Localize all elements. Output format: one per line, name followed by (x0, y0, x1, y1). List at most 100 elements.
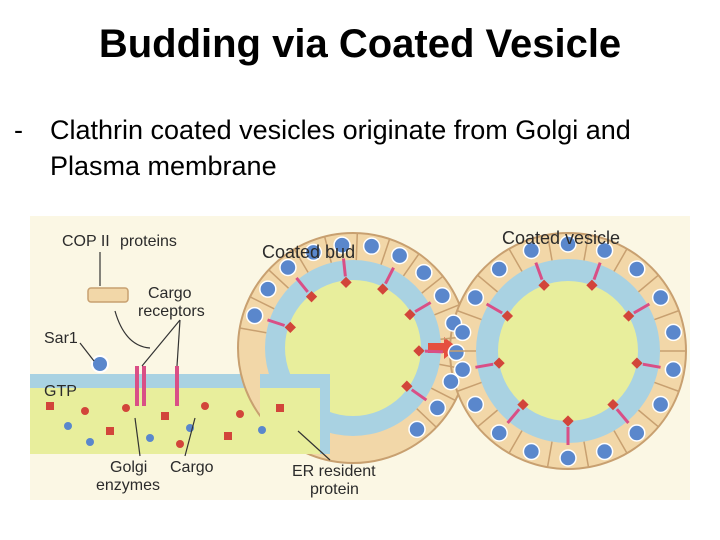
bud-coat-divider (430, 387, 456, 402)
vesicle-coat-divider (456, 309, 482, 321)
budding-diagram: COP II proteins Cargo receptors Sar1 GTP… (30, 216, 690, 500)
er-resident-protein (224, 432, 232, 440)
coated-bud (237, 232, 469, 464)
sar1-icon (91, 355, 109, 373)
vesicle-sar1-protein (559, 449, 577, 467)
vesicle-receptor (633, 302, 651, 315)
bud-sar1-protein (408, 420, 426, 439)
budding-diagram-svg: COP II proteins Cargo receptors Sar1 GTP… (30, 216, 690, 500)
vesicle-receptor (506, 408, 521, 424)
label-golgi-enzymes-line2: enzymes (96, 477, 160, 494)
bullet-text: Clathrin coated vesicles originate from … (50, 115, 631, 181)
vesicle-sar1-protein (559, 235, 577, 253)
er-resident-protein (161, 412, 169, 420)
vesicle-sar1-protein (490, 424, 508, 442)
vesicle-coat-divider (613, 430, 628, 454)
vesicle-cargo (631, 357, 643, 369)
bud-receptor (424, 349, 443, 354)
bud-sar1-protein (415, 263, 433, 282)
label-coated-bud: Coated bud (262, 242, 355, 262)
bud-coat-divider (239, 327, 267, 334)
bud-coat-divider (402, 253, 420, 277)
vesicle-sar1-protein (651, 395, 670, 414)
vesicle-sar1-protein (595, 442, 614, 461)
bud-receptor (414, 301, 432, 313)
label-cargo-receptors-line1: Cargo (148, 285, 192, 302)
bud-sar1-protein (333, 236, 351, 254)
er-resident-protein (46, 402, 54, 410)
bud-receptor (267, 318, 286, 327)
bud-coat-divider (434, 303, 460, 316)
vesicle-coat-divider (613, 248, 628, 272)
cargo-molecule (81, 407, 89, 415)
label-cop2: COP II (62, 233, 110, 250)
bud-coat-divider (293, 248, 309, 273)
membrane-sheet (30, 374, 300, 454)
vesicle-receptor (475, 362, 494, 369)
vesicle-receptor (615, 408, 630, 424)
vesicle-sar1-protein (664, 360, 683, 379)
vesicle-sar1-protein (651, 288, 670, 307)
label-coated-vesicle: Coated vesicle (502, 228, 620, 248)
bud-coat-divider (249, 296, 275, 310)
vesicle-sar1-protein (453, 323, 472, 342)
vesicle-sar1-protein (490, 260, 508, 278)
cop2-protein-icon (87, 287, 129, 303)
vesicle-sar1-protein (522, 442, 541, 461)
vesicle-coat-divider (546, 441, 553, 468)
vesicle-receptor (485, 302, 503, 315)
bud-sar1-protein (447, 343, 466, 362)
vesicle-cargo (517, 398, 529, 411)
vesicle-sar1-protein (628, 260, 646, 278)
cargo-molecule (176, 440, 184, 448)
label-proteins: proteins (120, 233, 177, 250)
leader-lines (79, 252, 331, 461)
vesicle-coat-divider (546, 234, 553, 261)
vesicle-coat-divider (583, 441, 590, 468)
er-resident-protein (276, 404, 284, 412)
bud-sar1-protein (304, 243, 323, 262)
vesicle-cargo (607, 398, 619, 411)
bud-receptor (384, 266, 395, 285)
vesicle-sar1-protein (595, 241, 614, 260)
bud-coat-divider (421, 275, 444, 294)
vesicle-coat-divider (508, 430, 523, 454)
bud-receptor (341, 258, 347, 277)
bud-sar1-protein (442, 372, 460, 391)
vesicle-cargo (562, 415, 574, 427)
cargo-molecule (258, 426, 266, 434)
vesicle-sar1-protein (628, 424, 646, 442)
bud-coat-divider (355, 233, 359, 261)
bud-coat-divider (323, 236, 333, 263)
cargo-molecule (86, 438, 94, 446)
vesicle-coat-divider (637, 274, 659, 293)
vesicle-coat-divider (456, 381, 482, 393)
label-golgi-enzymes-line1: Golgi (110, 459, 147, 476)
slide-title: Budding via Coated Vesicle (98, 22, 622, 66)
vesicle-coat-divider (583, 234, 590, 261)
label-er-resident-line2: protein (310, 481, 359, 498)
cargo-molecule (122, 404, 130, 412)
er-resident-protein (106, 427, 114, 435)
vesicle-sar1-protein (466, 395, 485, 414)
bud-sar1-protein (362, 237, 381, 255)
vesicle-sar1-protein (664, 323, 683, 342)
cargo-molecule (146, 434, 154, 442)
vesicle-coat-divider (477, 409, 499, 428)
bud-receptor (295, 277, 309, 293)
label-er-resident-line1: ER resident (292, 463, 376, 480)
bud-sar1-protein (390, 246, 409, 265)
vesicle-cargo (493, 357, 505, 369)
coat-bud-units (239, 233, 468, 439)
bud-receptor (410, 388, 428, 402)
vesicle-coat-divider (654, 309, 680, 321)
vesicle-receptor (592, 262, 602, 281)
label-sar1: Sar1 (44, 330, 78, 347)
label-cargo: Cargo (170, 459, 214, 476)
bud-coat-divider (268, 269, 290, 289)
vesicle-receptor (642, 362, 661, 369)
vesicle-coat-divider (508, 248, 523, 272)
vesicle-coat-divider (654, 381, 680, 393)
vesicle-receptor (534, 262, 544, 281)
vesicle-sar1-protein (522, 241, 541, 260)
